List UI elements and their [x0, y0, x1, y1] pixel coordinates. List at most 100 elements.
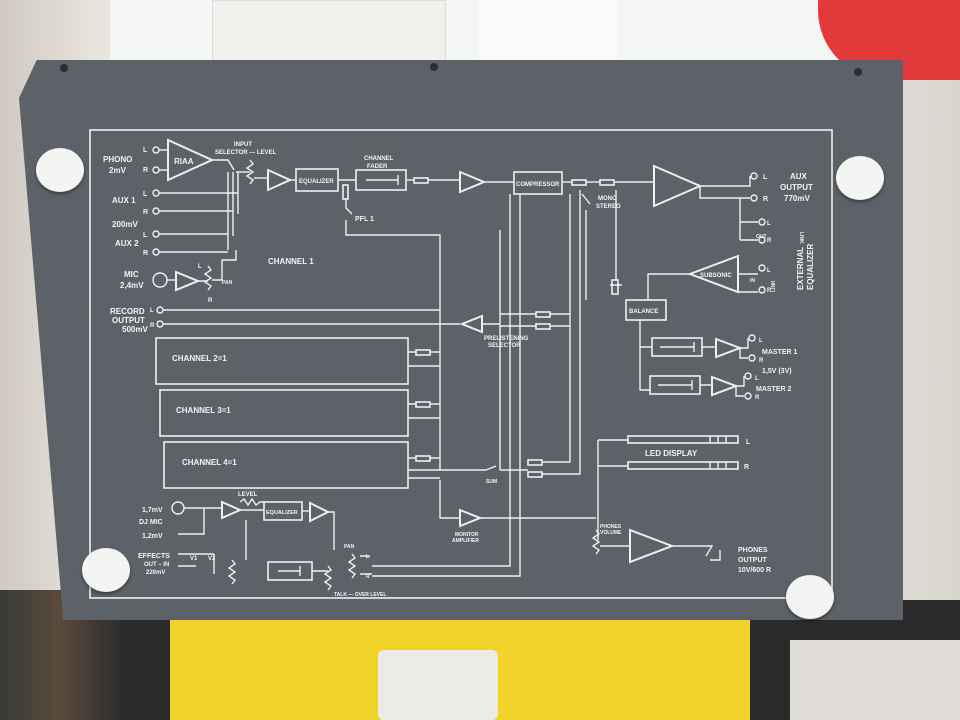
label-phones-level: 10V/600 R — [738, 567, 771, 574]
diagram-label: L — [198, 264, 202, 270]
label-talk-over: TALK — OVER LEVEL — [334, 592, 386, 598]
diagram-label: OUT — [756, 234, 767, 240]
dj-mic-xlr — [171, 501, 185, 515]
diagram-label: 1,7mV — [142, 507, 163, 514]
label-aux1: AUX 1 — [112, 196, 136, 205]
felt-pads — [378, 650, 498, 720]
label-equalizer: EQUALIZER — [299, 179, 334, 185]
screw — [60, 64, 68, 72]
mount-knob — [82, 548, 130, 592]
diagram-label: R — [143, 209, 148, 216]
diagram-label: PHONES — [738, 547, 768, 554]
diagram-label: SELECTOR — [488, 343, 521, 349]
label-dj-mic: DJ MIC — [139, 519, 163, 526]
label-effects: EFFECTS — [138, 553, 170, 560]
diagram-label: L — [143, 232, 148, 239]
label-mic: MIC — [124, 270, 139, 279]
label-aux2: AUX 2 — [115, 239, 139, 248]
mount-knob — [786, 575, 834, 619]
diagram-label: L — [143, 147, 148, 154]
diagram-label: LINK — [771, 280, 777, 292]
monitor-amp — [459, 508, 483, 528]
mount-knob — [36, 148, 84, 192]
diagram-label: 1,2mV — [142, 533, 163, 540]
label-channel3: CHANNEL 3=1 — [176, 406, 231, 415]
diagram-label: PHONES — [600, 524, 622, 530]
label-channel4: CHANNEL 4=1 — [182, 458, 237, 467]
cable-area — [790, 640, 960, 720]
label-channel1: CHANNEL 1 — [268, 257, 314, 266]
diagram-label: R — [143, 250, 148, 257]
diagram-label: EXTERNAL — [796, 247, 805, 290]
aux-output-amp — [653, 164, 703, 208]
diagram-label: R — [755, 395, 760, 401]
label-led-display: LED DISPLAY — [645, 449, 698, 458]
diagram-label: IN — [750, 278, 755, 284]
diagram-label: L — [767, 268, 771, 274]
label-channel2: CHANNEL 2=1 — [172, 354, 227, 363]
diagram-label: L — [150, 308, 154, 314]
label-master2: MASTER 2 — [756, 386, 792, 393]
label-effects-level: 220mV — [146, 570, 165, 576]
diagram-label: STEREO — [596, 204, 621, 210]
channel3-box — [159, 389, 409, 437]
diagram-label: V1 — [190, 556, 198, 562]
balance-block — [625, 299, 667, 321]
diagram-label: MONITOR — [455, 532, 479, 538]
diagram-label: 770mV — [784, 194, 810, 203]
diagram-label: AUX — [790, 172, 808, 181]
diagram-label: L — [767, 221, 771, 227]
phones-amp — [629, 528, 675, 564]
diagram-label: R — [150, 323, 155, 329]
label-pan-mic: PAN — [222, 280, 233, 286]
diagram-label: R — [744, 464, 749, 471]
label-pfl1: PFL 1 — [355, 216, 374, 223]
channel4-box — [163, 441, 409, 489]
label-record-level: 500mV — [122, 325, 148, 334]
diagram-label: PRELISTENING — [484, 336, 529, 342]
riaa-amp — [167, 138, 215, 182]
diagram-label: OUTPUT — [780, 183, 813, 192]
diagram-label: L — [759, 338, 763, 344]
diagram-label: EQUALIZER — [266, 510, 298, 516]
input-level-pot — [245, 159, 255, 185]
diagram-label: L — [755, 376, 759, 382]
diagram-label: SELECTOR — LEVEL — [215, 150, 277, 156]
diagram-label: R — [767, 288, 772, 294]
label-phono-level: 2mV — [109, 166, 127, 175]
diagram-label: R — [763, 196, 768, 203]
mug — [478, 0, 618, 60]
diagram-border — [89, 129, 833, 599]
diagram-label: LINK — [798, 232, 804, 244]
label-master1: MASTER 1 — [762, 349, 798, 356]
label-balance: BALANCE — [629, 309, 658, 315]
label-subsonic: SUBSONIC — [700, 273, 732, 279]
screw — [854, 68, 862, 76]
diagram-label: CHANNEL — [364, 156, 394, 162]
diagram-label: R — [143, 167, 148, 174]
diagram-label: R — [759, 358, 764, 364]
diagram-label: OUTPUT — [112, 316, 145, 325]
diagram-label: MONO — [598, 196, 617, 202]
diagram-label: OUT – IN — [144, 562, 169, 568]
diagram-label: OUTPUT — [738, 557, 768, 564]
label-phono: PHONO — [103, 155, 132, 164]
diagram-label: EQUALIZER — [806, 244, 815, 290]
diagram-label: L — [763, 174, 768, 181]
diagram-label: V2 — [208, 556, 216, 562]
diagram-label: FADER — [367, 164, 388, 170]
label-master-level: 1,5V (3V) — [762, 368, 792, 375]
led-bar-right — [627, 461, 739, 470]
diagram-label: L — [366, 554, 369, 560]
diagram-label: R — [767, 238, 772, 244]
diagram-label: PAN — [344, 544, 355, 550]
mount-knob — [836, 156, 884, 200]
diagram-label: VOLUME — [600, 530, 622, 536]
label-riaa: RIAA — [174, 157, 194, 166]
diagram-label: RECORD — [110, 307, 145, 316]
led-bar-left — [627, 435, 739, 444]
compressor-block — [513, 171, 563, 195]
diagram-label: L — [143, 191, 148, 198]
label-sum: SUM — [486, 479, 497, 485]
